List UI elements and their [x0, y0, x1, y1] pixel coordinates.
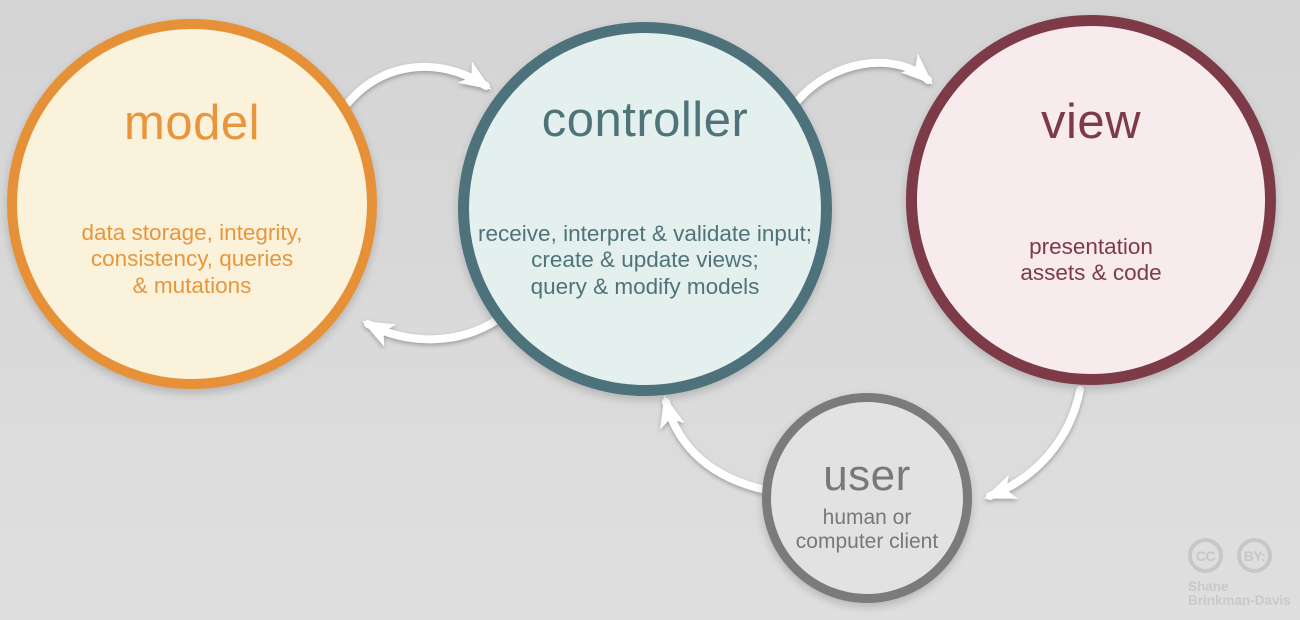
node-user-description: human or computer client [771, 506, 963, 553]
node-controller-description: receive, interpret & validate input; cre… [469, 221, 821, 301]
node-model: model data storage, integrity, consisten… [7, 19, 377, 389]
node-controller-desc-line: receive, interpret & validate input; [478, 220, 812, 246]
author-name-line: Brinkman-Davis [1188, 593, 1291, 609]
cc-icon: CC [1188, 538, 1223, 573]
node-model-description: data storage, integrity, consistency, qu… [17, 220, 367, 300]
node-view-desc-line: assets & code [1020, 260, 1162, 286]
node-controller: controller receive, interpret & validate… [458, 22, 832, 396]
node-user: user human or computer client [762, 393, 972, 603]
node-controller-title: controller [541, 93, 749, 147]
node-user-desc-line: computer client [795, 529, 939, 553]
node-model-desc-line: consistency, queries [90, 246, 294, 272]
node-view: view presentation assets & code [906, 15, 1276, 385]
node-user-title: user [823, 451, 911, 500]
node-model-desc-line: data storage, integrity, [81, 219, 303, 245]
arrow-controller-to-model [362, 316, 501, 347]
license-icons: CC BY: [1188, 538, 1291, 573]
node-view-desc-line: presentation [1029, 233, 1153, 259]
node-user-desc-line: human or [822, 506, 912, 530]
arrow-view-to-user [983, 386, 1084, 500]
by-icon: BY: [1237, 538, 1272, 573]
author-name: Shane Brinkman-Davis [1188, 579, 1291, 609]
author-name-line: Shane [1188, 579, 1229, 594]
node-model-title: model [124, 96, 260, 150]
node-model-desc-line: & mutations [132, 272, 252, 298]
node-controller-desc-line: query & modify models [530, 273, 760, 299]
node-controller-desc-line: create & update views; [531, 247, 759, 273]
node-view-title: view [1040, 95, 1142, 149]
arrow-user-to-controller [660, 395, 770, 494]
license-attribution: CC BY: Shane Brinkman-Davis [1188, 538, 1291, 608]
node-view-description: presentation assets & code [917, 234, 1265, 287]
